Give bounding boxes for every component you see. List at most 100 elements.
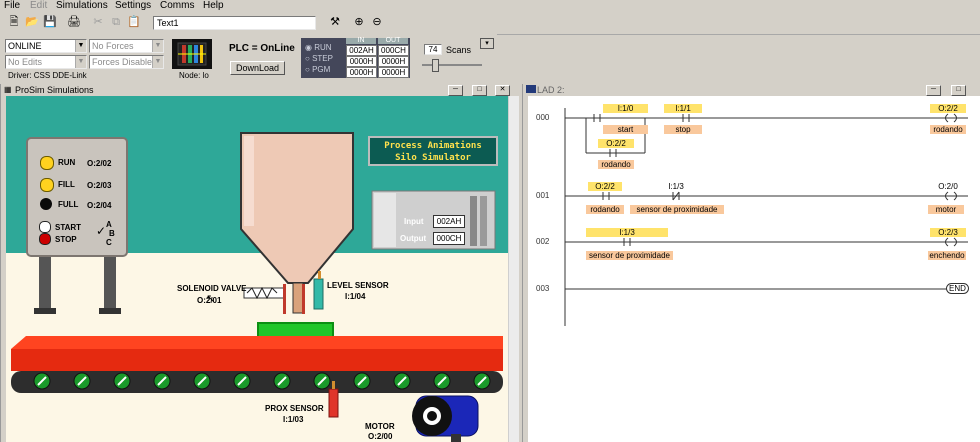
fill-lamp-icon (40, 178, 54, 192)
menu-settings[interactable]: Settings (115, 0, 152, 11)
reg-out-2: 0000H (378, 67, 409, 78)
level-sensor-label: LEVEL SENSOR (327, 281, 389, 290)
start-label: START (55, 223, 82, 232)
reg-in-2: 0000H (346, 67, 377, 78)
driver-label: Driver: CSS DDE-Link (8, 71, 87, 80)
scans-label: Scans (446, 45, 472, 55)
coil-addr[interactable]: O:2/3 (930, 228, 966, 237)
save-icon[interactable]: 💾 (43, 16, 57, 28)
minimize-icon[interactable]: ─ (448, 85, 463, 96)
coil-desc: motor (928, 205, 964, 214)
plc-state-label: PLC = OnLine (229, 43, 295, 54)
scan-slider-track (422, 64, 482, 66)
coil-desc: enchendo (928, 251, 966, 260)
prox-sensor-addr: I:1/03 (283, 415, 304, 424)
scans-control: 74 Scans ▾ (420, 38, 494, 78)
full-lamp-label: FULL (58, 200, 79, 209)
reg-header-out: OUT (378, 37, 408, 44)
run-lamp-icon (40, 156, 54, 170)
menu-file[interactable]: File (4, 0, 21, 11)
contact-desc: start (603, 125, 648, 134)
menu-edit[interactable]: Edit (30, 0, 48, 11)
rung-number: 003 (536, 284, 550, 293)
io-output-value: 000CH (433, 232, 465, 245)
reg-out-1: 0000H (378, 56, 409, 67)
ladder-rails (564, 108, 968, 326)
selector-switch-icon[interactable]: ✓ (96, 224, 107, 238)
forces-enabled-combo[interactable]: Forces Disabled▼ (89, 55, 164, 69)
mode-step-radio[interactable]: ○ STEP (305, 54, 333, 63)
paste-icon[interactable]: 📋 (127, 16, 141, 28)
motor-label: MOTOR (365, 422, 395, 431)
copy-icon[interactable]: ⧉ (112, 16, 120, 28)
open-folder-icon[interactable]: 📂 (25, 16, 39, 28)
coil-addr[interactable]: O:2/0 (938, 182, 958, 191)
ladder-title: LAD 2: (537, 85, 565, 95)
tools-icon[interactable]: ⚒ (330, 16, 340, 28)
zoom-out-icon[interactable]: ⊖ (372, 16, 382, 28)
chevron-down-icon[interactable]: ▼ (75, 40, 86, 52)
reg-in-0: 002AH (346, 45, 377, 56)
silo-simulation-scene: RUN O:2/02 FILL O:2/03 FULL O:2/04 START… (6, 96, 508, 442)
end-instruction[interactable]: END (946, 283, 969, 294)
contact-addr[interactable]: I:1/0 (603, 104, 648, 113)
ladder-window: LAD 2: ─ □ (522, 84, 980, 442)
prosim-titlebar: ▦ ProSim Simulations (1, 84, 519, 96)
coil-desc: rodando (930, 125, 966, 134)
minimize-icon[interactable]: ─ (926, 85, 941, 96)
document-name-field[interactable]: Text1 (153, 16, 316, 30)
run-lamp-label: RUN (58, 158, 76, 167)
mode-run-radio[interactable]: ◉ RUN (305, 43, 332, 52)
zoom-in-icon[interactable]: ⊕ (354, 16, 364, 28)
contact-desc: rodando (598, 160, 634, 169)
cut-icon[interactable]: ✂ (93, 16, 103, 28)
contact-desc: sensor de proximidade (586, 251, 673, 260)
ladder-titlebar: LAD 2: (523, 84, 980, 96)
new-file-icon[interactable]: 🗎 (9, 16, 19, 28)
toolbar: 🗎 📂 💾 🖨 ✂ ⧉ 📋 Text1 ⚒ ⊕ ⊖ (0, 13, 980, 35)
contact-desc: sensor de proximidade (630, 205, 724, 214)
motor-addr: O:2/00 (368, 432, 393, 441)
io-output-label: Output (400, 234, 427, 243)
selector-b: B (109, 229, 115, 238)
start-button-icon[interactable] (39, 221, 51, 233)
menu-comms[interactable]: Comms (160, 0, 195, 11)
menu-help[interactable]: Help (203, 0, 224, 11)
plc-logo-icon (172, 39, 212, 69)
contact-desc: stop (664, 125, 702, 134)
contact-addr[interactable]: O:2/2 (598, 139, 634, 148)
chevron-down-icon[interactable]: ▼ (152, 56, 163, 68)
chevron-down-icon[interactable]: ▼ (75, 56, 86, 68)
contact-addr[interactable]: I:1/3 (668, 182, 684, 191)
fill-lamp-addr: O:2/03 (87, 181, 112, 190)
contact-addr[interactable]: I:1/1 (664, 104, 702, 113)
mode-combo[interactable]: ONLINE▼ (5, 39, 87, 53)
maximize-icon[interactable]: □ (951, 85, 966, 96)
menu-bar: File Edit Simulations Settings Comms Hel… (0, 0, 980, 13)
solenoid-label: SOLENOID VALVE (177, 284, 247, 293)
reg-header-in: IN (346, 37, 376, 44)
collapse-icon[interactable]: ▾ (480, 38, 494, 49)
chevron-down-icon[interactable]: ▼ (152, 40, 163, 52)
menu-simulations[interactable]: Simulations (56, 0, 108, 11)
fill-lamp-label: FILL (58, 180, 75, 189)
scans-value[interactable]: 74 (424, 44, 442, 55)
prosim-scrollbar[interactable] (508, 96, 519, 442)
stop-button-icon[interactable] (39, 233, 51, 245)
contact-addr[interactable]: O:2/2 (588, 182, 622, 191)
contact-addr[interactable]: I:1/3 (586, 228, 668, 237)
banner-line2: Silo Simulator (395, 153, 471, 163)
scan-slider-thumb[interactable] (432, 59, 439, 72)
forces-combo[interactable]: No Forces▼ (89, 39, 164, 53)
rung-number: 002 (536, 237, 550, 246)
edits-combo[interactable]: No Edits▼ (5, 55, 87, 69)
mode-pgm-radio[interactable]: ○ PGM (305, 65, 331, 74)
close-icon[interactable]: ✕ (495, 85, 510, 96)
download-button[interactable]: DownLoad (230, 61, 285, 75)
full-lamp-icon (40, 198, 52, 210)
banner-line1: Process Animations (384, 141, 482, 151)
coil-addr[interactable]: O:2/2 (930, 104, 966, 113)
print-icon[interactable]: 🖨 (67, 16, 81, 28)
reg-in-1: 0000H (346, 56, 377, 67)
maximize-icon[interactable]: □ (472, 85, 487, 96)
